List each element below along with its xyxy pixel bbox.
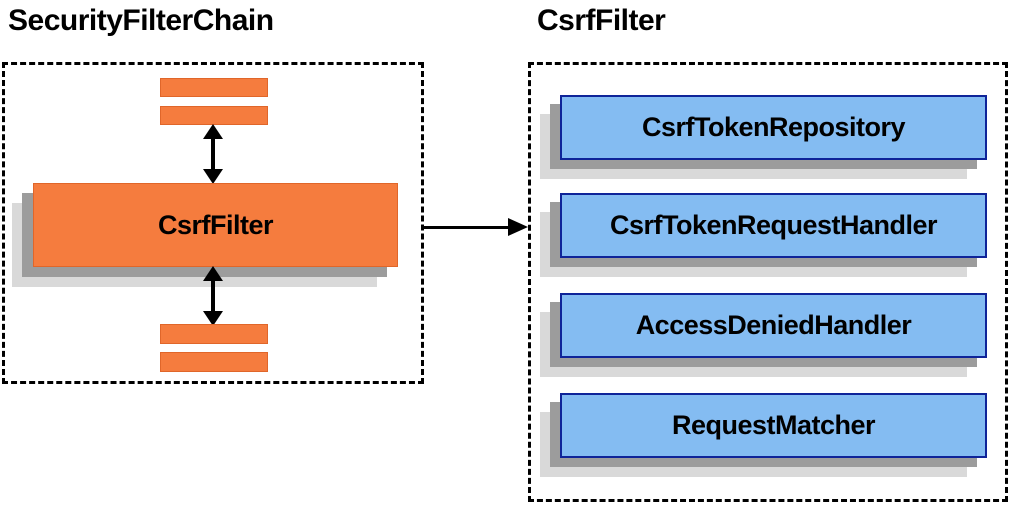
csrf-filter-boundary	[528, 62, 1008, 502]
arrowhead-up-icon	[203, 124, 223, 139]
arrowhead-down-icon	[203, 311, 223, 326]
connector-arrowhead-icon	[508, 218, 528, 236]
connector-line	[424, 226, 512, 229]
arrow-shaft	[211, 281, 215, 311]
component-node-request-matcher: RequestMatcher	[560, 393, 987, 458]
filter-chain-bar-top-1	[160, 78, 268, 97]
filter-chain-bar-bottom-2	[160, 352, 268, 372]
component-node-label: CsrfTokenRepository	[641, 112, 906, 142]
right-panel-title: CsrfFilter	[537, 4, 666, 37]
arrowhead-down-icon	[203, 169, 223, 184]
component-node-csrf-token-repository: CsrfTokenRepository	[560, 95, 987, 160]
component-node-access-denied-handler: AccessDeniedHandler	[560, 293, 987, 358]
component-node-label: AccessDeniedHandler	[635, 310, 912, 340]
component-node-label: CsrfTokenRequestHandler	[609, 210, 938, 240]
filter-chain-bar-top-2	[160, 106, 268, 125]
arrowhead-up-icon	[203, 266, 223, 281]
component-node-label: RequestMatcher	[671, 410, 876, 440]
arrow-shaft	[211, 139, 215, 169]
bidirectional-arrow-bottom	[203, 266, 223, 326]
bidirectional-arrow-top	[203, 124, 223, 184]
component-node-csrf-token-request-handler: CsrfTokenRequestHandler	[560, 193, 987, 258]
csrf-filter-node-label: CsrfFilter	[157, 209, 274, 240]
security-filter-chain-boundary	[2, 62, 424, 384]
csrf-filter-node: CsrfFilter	[33, 183, 398, 267]
left-panel-title: SecurityFilterChain	[8, 4, 274, 37]
filter-chain-bar-bottom-1	[160, 324, 268, 344]
